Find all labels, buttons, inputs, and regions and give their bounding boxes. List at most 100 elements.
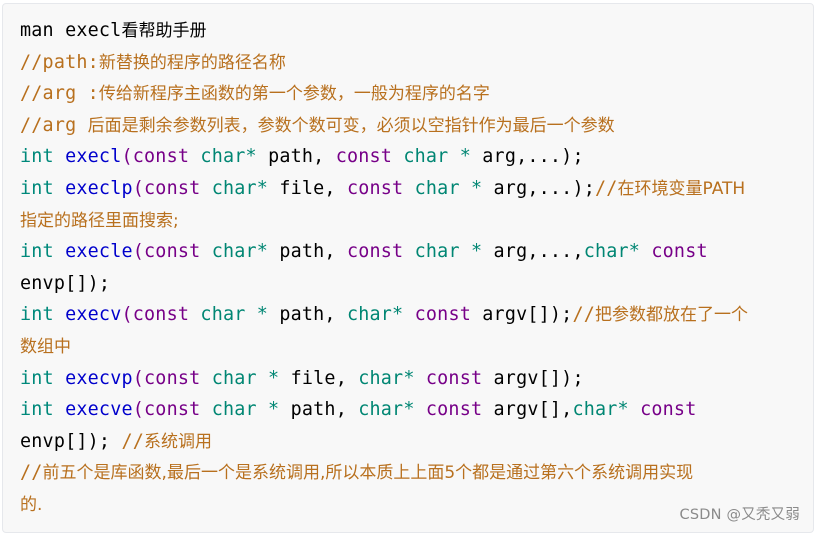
code-token-cm-cjk: 新替换的程序的路径名称 bbox=[98, 52, 286, 73]
code-token-kw-const: ( bbox=[132, 399, 145, 421]
code-token-kw-const: const bbox=[640, 399, 697, 421]
code-token-plain bbox=[200, 178, 211, 199]
code-token-plain bbox=[640, 241, 651, 262]
code-token-kw-const: const bbox=[144, 367, 201, 389]
code-token-plain bbox=[403, 241, 414, 262]
code-token-plain bbox=[54, 368, 65, 389]
code-token-kw-const: const bbox=[144, 177, 201, 199]
code-token-kw-const: const bbox=[132, 304, 190, 326]
code-token-plain bbox=[415, 368, 426, 389]
code-token-kw-const: ( bbox=[132, 177, 145, 199]
code-token-cm-cjk: 指定的路径里面搜索; bbox=[20, 210, 179, 231]
code-token-kw-type: char* bbox=[572, 399, 629, 421]
code-token-plain bbox=[54, 146, 65, 167]
code-token-plain: arg,...); bbox=[471, 146, 584, 168]
code-token-plain bbox=[415, 399, 426, 420]
code-token-kw-const: const bbox=[132, 146, 190, 168]
code-token-kw-const: const bbox=[425, 399, 483, 421]
code-token-fn: execlp bbox=[65, 177, 133, 199]
code-token-cm-cjk: 数组中 bbox=[20, 336, 71, 357]
code-block: man execl看帮助手册//path:新替换的程序的路径名称//arg :传… bbox=[2, 3, 814, 533]
code-token-kw-type: char * bbox=[414, 177, 483, 199]
code-token-plain: file, bbox=[279, 367, 359, 389]
code-token-kw-type: char * bbox=[414, 241, 483, 263]
code-token-plain bbox=[189, 304, 200, 325]
code-token-cm-cjk: 传给新程序主函数的第一个参数，一般为程序的名字 bbox=[98, 84, 490, 105]
code-token-kw-type: char * bbox=[211, 399, 280, 421]
code-token-plain: path, bbox=[268, 241, 347, 263]
code-token-plain: argv[], bbox=[482, 399, 573, 421]
code-token-kw-int: int bbox=[20, 241, 54, 263]
code-token-cm: //path: bbox=[20, 51, 99, 73]
code-token-plain bbox=[200, 399, 211, 420]
code-token-cm-cjk: 在环境变量PATH bbox=[617, 178, 746, 199]
code-token-fn: execvp bbox=[65, 367, 133, 389]
code-token-kw-int: int bbox=[20, 177, 54, 199]
code-token-cm: // bbox=[572, 304, 595, 326]
code-token-fn: execl bbox=[65, 146, 122, 168]
code-token-kw-type: char * bbox=[403, 146, 471, 168]
code-line: int execl(const char* path, const char *… bbox=[20, 141, 748, 173]
code-token-kw-type: char* bbox=[583, 241, 641, 263]
code-token-kw-int: int bbox=[20, 367, 54, 389]
code-line: //path:新替换的程序的路径名称 bbox=[20, 47, 748, 79]
code-token-kw-const: const bbox=[335, 146, 393, 168]
code-token-plain bbox=[54, 399, 65, 420]
code-token-plain bbox=[54, 178, 65, 199]
code-token-kw-type: char* bbox=[211, 241, 269, 263]
code-token-plain: path, bbox=[268, 304, 347, 326]
code-token-kw-const: ( bbox=[121, 146, 133, 168]
code-token-plain bbox=[629, 399, 640, 420]
code-token-plain bbox=[54, 304, 65, 325]
code-token-kw-const: const bbox=[144, 399, 201, 421]
code-token-kw-const: ( bbox=[132, 367, 145, 389]
code-token-kw-type: char* bbox=[346, 304, 404, 326]
code-token-plain bbox=[54, 241, 65, 262]
code-token-cm: // bbox=[20, 462, 43, 484]
code-line: //arg :传给新程序主函数的第一个参数，一般为程序的名字 bbox=[20, 78, 748, 110]
code-token-plain: man execl bbox=[20, 20, 122, 41]
code-token-plain bbox=[200, 241, 211, 262]
code-token-plain bbox=[403, 178, 414, 199]
code-content[interactable]: man execl看帮助手册//path:新替换的程序的路径名称//arg :传… bbox=[20, 15, 748, 521]
code-line: 指定的路径里面搜索; bbox=[20, 205, 748, 237]
code-token-plain bbox=[200, 368, 211, 389]
code-token-kw-int: int bbox=[20, 146, 54, 168]
code-token-plain: envp[]); bbox=[20, 272, 111, 294]
code-token-fn: execv bbox=[65, 304, 122, 326]
code-token-kw-const: const bbox=[346, 241, 404, 263]
code-token-plain-cjk: 看帮助手册 bbox=[121, 21, 207, 41]
code-token-plain: arg,...); bbox=[482, 177, 595, 199]
code-line: 的. bbox=[20, 489, 748, 521]
code-line: int execle( const char* path, const char … bbox=[20, 236, 748, 268]
code-token-plain: envp[]); bbox=[20, 430, 122, 452]
code-token-cm: //arg bbox=[20, 114, 88, 136]
code-token-kw-const: const bbox=[651, 241, 708, 263]
code-line: 数组中 bbox=[20, 331, 748, 363]
csdn-watermark: CSDN @又秃又弱 bbox=[679, 507, 800, 523]
code-line: envp[]); bbox=[20, 268, 748, 300]
code-token-kw-int: int bbox=[20, 304, 54, 326]
code-token-kw-int: int bbox=[20, 399, 54, 421]
code-line: int execvp(const char * file, char* cons… bbox=[20, 363, 748, 395]
code-line: //arg 后面是剩余参数列表，参数个数可变，必须以空指针作为最后一个参数 bbox=[20, 110, 748, 142]
code-token-kw-type: char* bbox=[358, 399, 415, 421]
code-line: envp[]); //系统调用 bbox=[20, 426, 748, 458]
code-token-cm-cjk: 系统调用 bbox=[144, 431, 212, 452]
code-token-fn: execle bbox=[65, 241, 133, 263]
code-token-kw-type: char* bbox=[211, 177, 269, 199]
code-token-plain: path, bbox=[256, 146, 336, 168]
code-token-cm-cjk: 把参数都放在了一个 bbox=[595, 305, 748, 326]
code-token-plain: path, bbox=[279, 399, 359, 421]
code-line: int execv(const char * path, char* const… bbox=[20, 299, 748, 331]
code-token-fn: execve bbox=[65, 399, 133, 421]
code-token-plain: file, bbox=[268, 177, 347, 199]
code-token-kw-type: char * bbox=[211, 367, 280, 389]
code-token-cm-cjk: 后面是剩余参数列表，参数个数可变，必须以空指针作为最后一个参数 bbox=[87, 115, 615, 136]
code-token-cm: // bbox=[595, 177, 618, 199]
code-token-kw-type: char* bbox=[200, 146, 257, 168]
code-token-plain: arg,..., bbox=[482, 241, 584, 263]
code-token-kw-const: ( bbox=[132, 241, 145, 263]
code-token-plain bbox=[403, 304, 414, 325]
code-token-cm: //arg : bbox=[20, 83, 99, 105]
